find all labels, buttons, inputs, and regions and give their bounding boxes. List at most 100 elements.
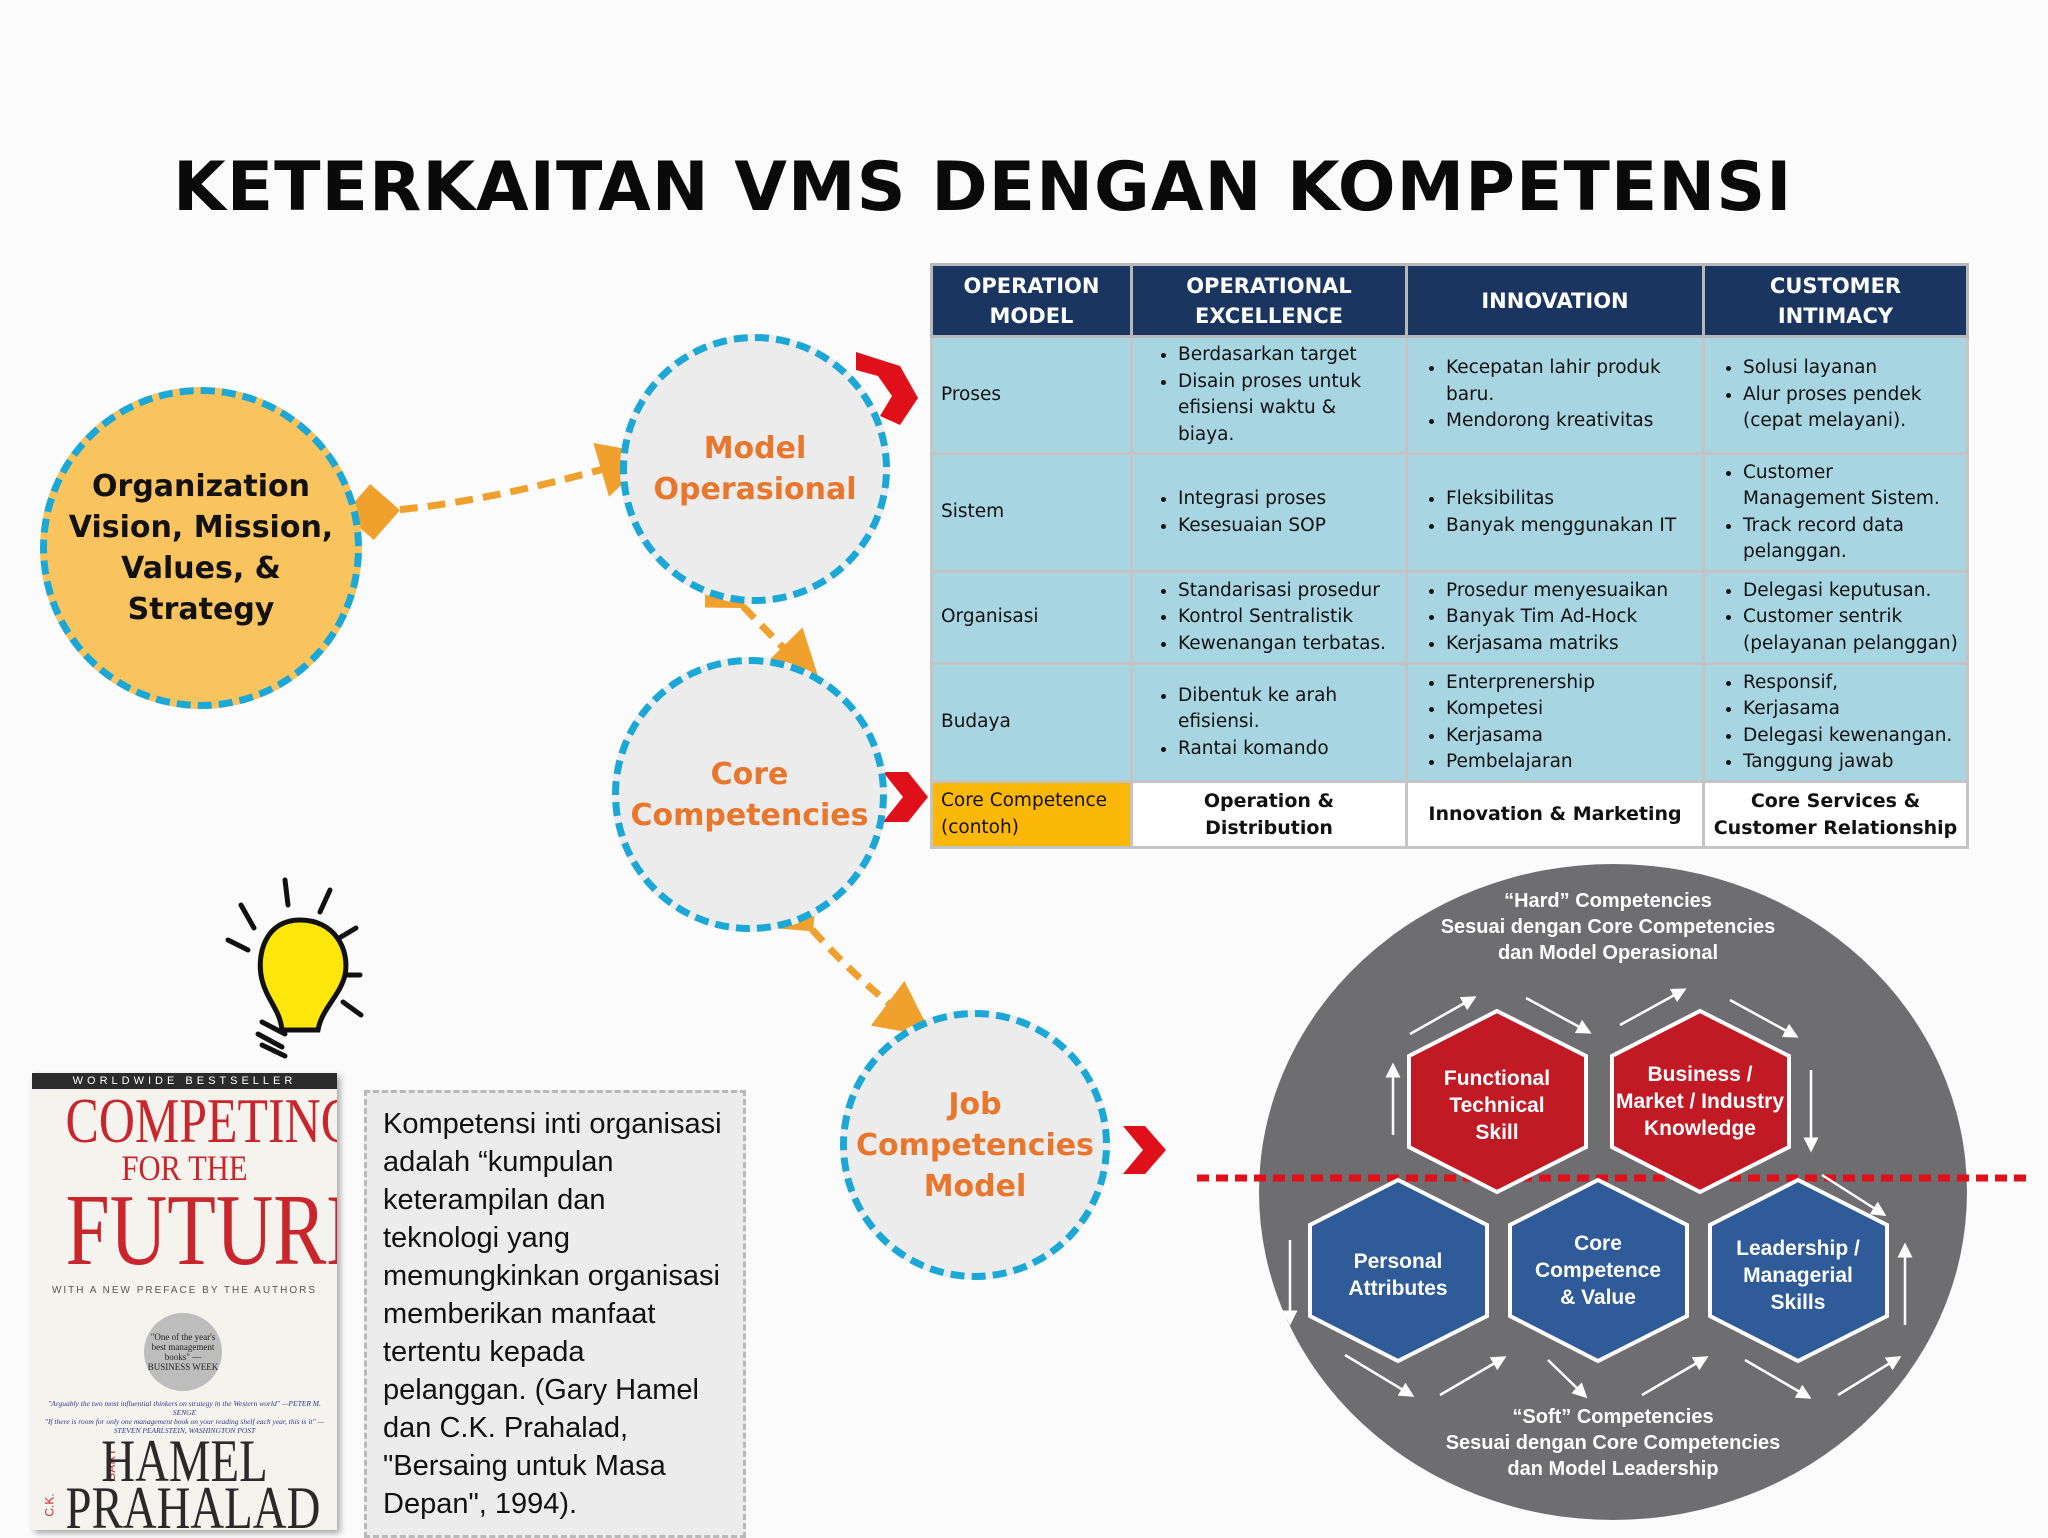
hex-text: Technical [1449, 1093, 1545, 1117]
chevron-icon [1123, 1126, 1166, 1174]
org-line: Vision, Mission, [68, 510, 334, 545]
core-excellence: Operation & Distribution [1130, 780, 1408, 849]
list-item: Integrasi proses [1178, 486, 1397, 513]
list-item: Kesesuaian SOP [1178, 513, 1397, 540]
list-item: Banyak menggunakan IT [1446, 513, 1694, 540]
operation-model-table: OPERATION MODEL OPERATIONAL EXCELLENCE I… [930, 263, 1969, 849]
connector-model-core [704, 567, 822, 688]
hex-personal-attributes [1308, 1177, 1489, 1364]
soft-title-line: Sesuai dengan Core Competencies [1445, 1432, 1781, 1454]
core-competence-label: Core Competence (contoh) [930, 780, 1133, 849]
list-item: Disain proses untuk efisiensi waktu & bi… [1178, 369, 1397, 449]
list-item: Dibentuk ke arah efisiensi. [1178, 683, 1397, 736]
book-cover: WORLDWIDE BESTSELLER COMPETING FOR THE F… [32, 1073, 337, 1530]
core-intimacy-line: Customer Relationship [1713, 816, 1958, 839]
soft-title-line: “Soft” Competencies [1512, 1406, 1714, 1428]
model-line: Model [703, 431, 807, 466]
list-item: Delegasi kewenangan. [1743, 723, 1958, 750]
list-item: Mendorong kreativitas [1446, 408, 1694, 435]
list-item: Track record data pelanggan. [1743, 513, 1958, 566]
hex-text: Personal [1353, 1250, 1443, 1273]
hard-title-line: Sesuai dengan Core Competencies [1440, 916, 1776, 938]
hex-text: Skills [1770, 1290, 1826, 1314]
core-intimacy: Core Services &Customer Relationship [1702, 780, 1969, 849]
hex-text: Managerial [1743, 1263, 1853, 1287]
table-header: INNOVATION [1405, 263, 1705, 338]
hex-text: Business / [1647, 1062, 1753, 1086]
definition-quote-box: Kompetensi inti organisasi adalah “kumpu… [364, 1090, 746, 1538]
core-line: Competencies [630, 797, 869, 833]
hard-title-line: dan Model Operasional [1497, 942, 1719, 964]
hex-text: Market / Industry [1615, 1089, 1785, 1113]
book-quote: "Arguably the two most influential think… [48, 1399, 321, 1417]
hex-text: Functional [1443, 1066, 1551, 1090]
book-author-prahalad: PRAHALAD [65, 1475, 321, 1530]
soft-competencies-title: “Soft” Competencies Sesuai dengan Core C… [1363, 1404, 1863, 1482]
hex-text: Knowledge [1643, 1116, 1756, 1140]
list-item: Rantai komando [1178, 736, 1397, 763]
hex-text: Competence [1534, 1258, 1662, 1282]
row-label: Proses [930, 335, 1133, 455]
job-line: Model [923, 1168, 1027, 1204]
list-item: Berdasarkan target [1178, 342, 1397, 369]
hard-competencies-title: “Hard” Competencies Sesuai dengan Core C… [1358, 888, 1858, 966]
hex-functional-technical [1407, 1008, 1588, 1195]
list-item: Solusi layanan [1743, 355, 1958, 382]
list-item: Pembelajaran [1446, 749, 1694, 776]
list-item: Customer Management Sistem. [1743, 460, 1958, 513]
soft-title-line: dan Model Leadership [1507, 1458, 1719, 1480]
list-item: Delegasi keputusan. [1743, 578, 1958, 605]
core-line: Core [710, 756, 789, 792]
book-title-competing: COMPETING [65, 1085, 337, 1156]
book-title-future: FUTURE [65, 1174, 337, 1287]
connector-core-job [773, 888, 933, 1037]
chevron-icon [883, 772, 928, 822]
row-label: Organisasi [930, 570, 1133, 665]
row-label: Sistem [930, 452, 1133, 573]
page-title: KETERKAITAN VMS DENGAN KOMPETENSI [173, 148, 1793, 227]
table-header: OPERATION MODEL [930, 263, 1133, 338]
connector-org-model [344, 442, 655, 540]
competency-model-diagram [1197, 864, 2030, 1520]
model-line: Operasional [653, 472, 857, 507]
list-item: Enterprenership [1446, 670, 1694, 697]
list-item: Tanggung jawab [1743, 749, 1958, 776]
hex-business-knowledge [1610, 1008, 1791, 1195]
book-author-hamel: HAMEL [101, 1428, 268, 1494]
job-line: Competencies [855, 1127, 1095, 1163]
hex-text: Leadership / [1736, 1236, 1860, 1260]
hex-leadership-skills [1708, 1177, 1889, 1364]
hex-text: Attributes [1348, 1277, 1448, 1300]
list-item: Kerjasama matriks [1446, 631, 1694, 658]
core-label-line: (contoh) [941, 816, 1019, 838]
book-quote: "If there is room for only one managemen… [44, 1417, 325, 1435]
book-author-initials: C.K. [42, 1493, 57, 1517]
table-header: CUSTOMER INTIMACY [1702, 263, 1969, 338]
list-item: Standarisasi prosedur [1178, 578, 1397, 605]
list-item: Kontrol Sentralistik [1178, 604, 1397, 631]
book-banner: WORLDWIDE BESTSELLER [32, 1073, 337, 1089]
hex-core-competence-value [1508, 1177, 1689, 1364]
lightbulb-icon [225, 877, 364, 1059]
org-line: Organization [92, 469, 310, 504]
core-label-line: Core Competence [941, 790, 1107, 811]
book-seal: "One of the year's best management books… [144, 1313, 222, 1391]
list-item: Kompetesi [1446, 696, 1694, 723]
hex-text: Core [1574, 1231, 1622, 1255]
list-item: Responsif, [1743, 670, 1958, 697]
list-item: Kecepatan lahir produk baru. [1446, 355, 1694, 408]
list-item: Fleksibilitas [1446, 486, 1694, 513]
book-preface: WITH A NEW PREFACE BY THE AUTHORS [51, 1285, 318, 1296]
table-header: OPERATIONAL EXCELLENCE [1130, 263, 1408, 338]
hex-text: Skill [1475, 1120, 1519, 1144]
job-line: Job [948, 1086, 1002, 1122]
